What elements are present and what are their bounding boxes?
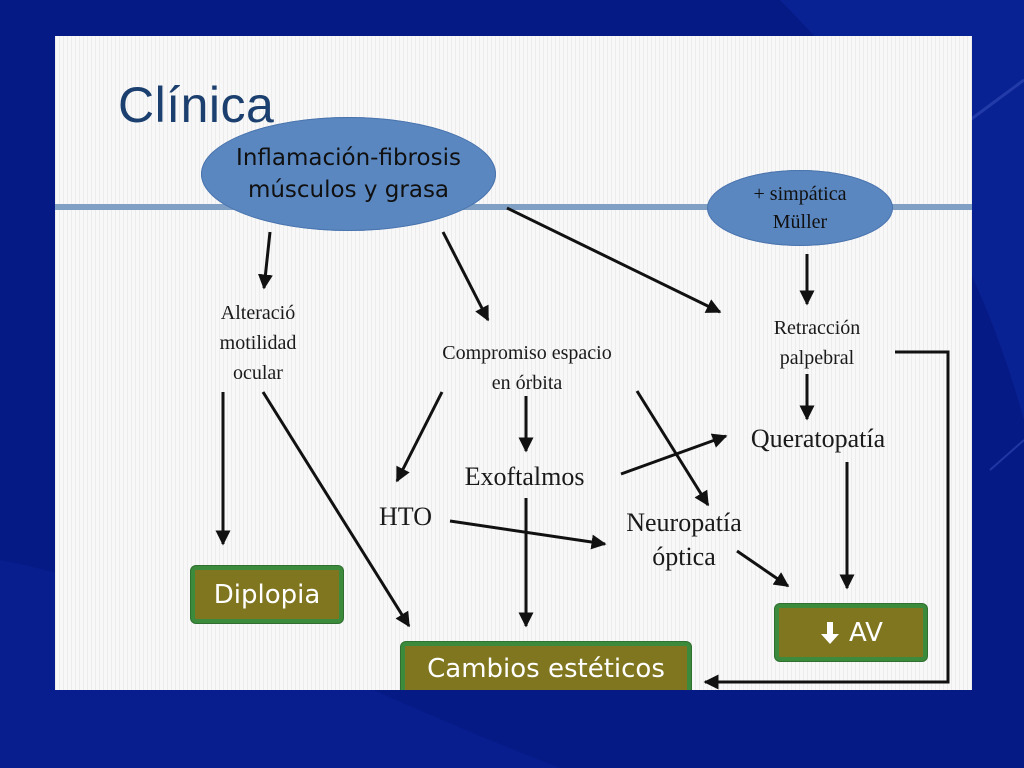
node-retraccion-palpebral: Retracción palpebral bbox=[747, 313, 887, 373]
node-inflamacion-line2: músculos y grasa bbox=[247, 177, 450, 203]
node-neuropatia-optica: Neuropatía óptica bbox=[609, 506, 759, 574]
outcome-diplopia-label: Diplopia bbox=[213, 579, 321, 610]
arrow-retraccion-to-cambios bbox=[703, 350, 950, 690]
node-compromiso-espacio: Compromiso espacio en órbita bbox=[407, 338, 647, 398]
node-inflamacion-fibrosis: Inflamación-fibrosis músculos y grasa bbox=[201, 117, 496, 231]
slide: Clínica Inflamación-fibrosis músculos y … bbox=[55, 36, 972, 690]
divider-line bbox=[55, 204, 972, 210]
outcome-cambios-label: Cambios estéticos bbox=[427, 654, 665, 684]
arrow-neuropatia-to-av bbox=[736, 549, 790, 588]
arrow-inflamacion-to-alteracion bbox=[257, 231, 273, 290]
outcome-cambios-esteticos: Cambios estéticos bbox=[401, 642, 691, 690]
node-inflamacion-line1: Inflamación-fibrosis bbox=[236, 145, 461, 171]
outcome-diplopia: Diplopia bbox=[191, 566, 343, 623]
node-alteracion-line1: Alteració bbox=[220, 302, 296, 324]
arrow-exoftalmos-to-queratopatia bbox=[620, 433, 728, 476]
node-simpatica-line2: Müller bbox=[772, 211, 828, 233]
outcome-av-label: AV bbox=[849, 617, 883, 648]
node-alteracion-line3: ocular bbox=[233, 362, 283, 384]
node-compromiso-line2: en órbita bbox=[491, 372, 563, 394]
connector-arrows bbox=[215, 206, 950, 690]
arrow-hto-to-neuropatia bbox=[449, 519, 607, 550]
arrow-inflamacion-to-retraccion bbox=[506, 206, 722, 314]
node-simpatica-line1: + simpática bbox=[753, 183, 847, 205]
node-queratopatia: Queratopatía bbox=[750, 424, 886, 453]
node-neuropatia-line1: Neuropatía bbox=[626, 508, 742, 537]
node-retraccion-line2: palpebral bbox=[779, 347, 855, 369]
node-neuropatia-line2: óptica bbox=[652, 542, 716, 571]
node-simpatica-muller: + simpática Müller bbox=[707, 170, 893, 246]
node-retraccion-line1: Retracción bbox=[773, 317, 861, 339]
node-alteracion-line2: motilidad bbox=[219, 332, 297, 354]
node-alteracion-motilidad: Alteració motilidad ocular bbox=[193, 298, 323, 388]
arrow-inflamacion-to-compromiso bbox=[441, 231, 490, 322]
node-exoftalmos: Exoftalmos bbox=[464, 462, 585, 491]
node-hto: HTO bbox=[379, 502, 432, 531]
down-arrow-icon bbox=[821, 621, 840, 644]
slide-title: Clínica bbox=[118, 77, 275, 133]
outcome-av: AV bbox=[775, 604, 927, 661]
arrow-compromiso-to-neuropatia bbox=[635, 390, 710, 507]
node-compromiso-line1: Compromiso espacio bbox=[442, 342, 612, 364]
arrow-compromiso-to-hto bbox=[395, 391, 444, 483]
arrow-alteracion-to-cambios bbox=[261, 391, 411, 628]
